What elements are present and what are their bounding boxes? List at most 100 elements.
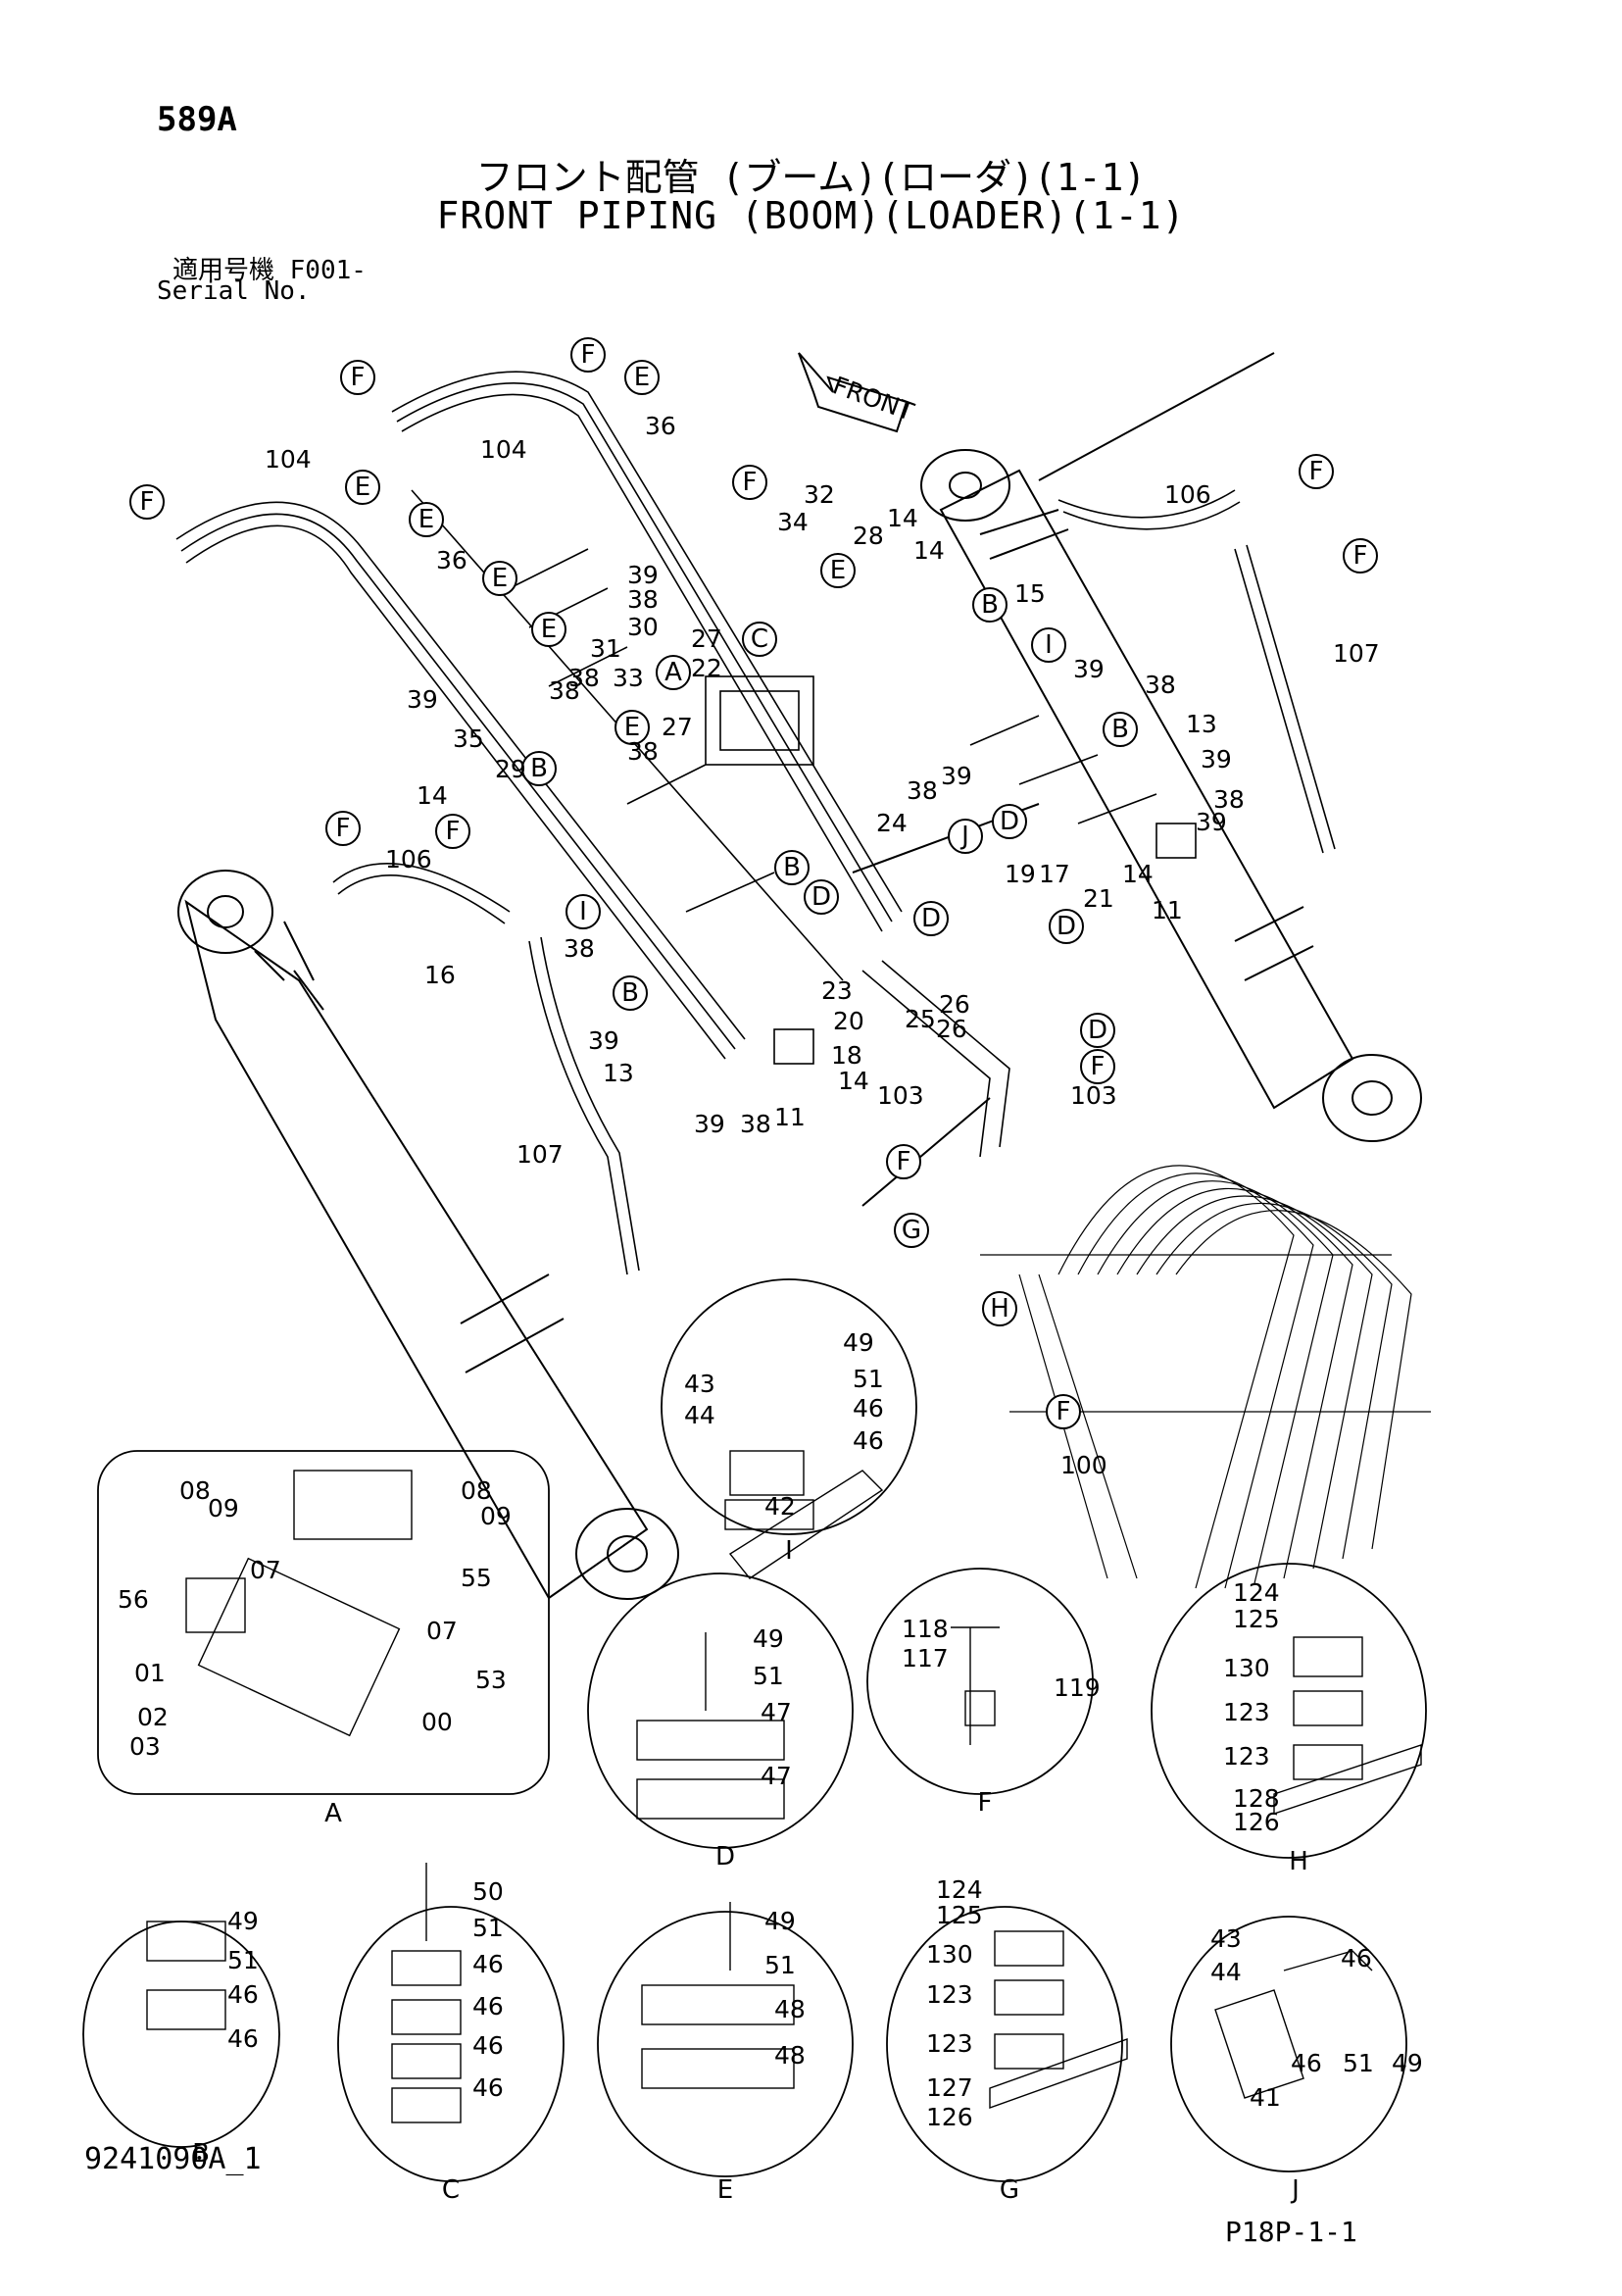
part-number-label: 28 <box>853 522 884 550</box>
detail-part-label: 49 <box>227 1907 259 1935</box>
detail-d-circle <box>587 1572 854 1849</box>
callout-letter: E <box>418 505 434 534</box>
callout-letter: D <box>811 882 831 912</box>
detail-part-label: 03 <box>129 1732 161 1761</box>
detail-part-label: 56 <box>118 1585 149 1614</box>
detail-part-label: 123 <box>1223 1742 1270 1771</box>
detail-part-label: 118 <box>902 1615 949 1643</box>
part-number-label: 38 <box>627 585 659 614</box>
part-number-label: 38 <box>740 1110 771 1138</box>
detail-part-label: 49 <box>843 1328 874 1357</box>
detail-letter: G <box>1000 2175 1019 2205</box>
callout-f: F <box>325 811 361 846</box>
detail-part-label: 07 <box>250 1556 281 1584</box>
callout-e: E <box>531 612 566 647</box>
detail-part-label: 41 <box>1250 2083 1281 2112</box>
part-number-label: 13 <box>603 1059 634 1087</box>
part-number-label: 34 <box>777 508 809 536</box>
callout-e: E <box>820 553 856 588</box>
callout-letter: F <box>351 363 366 392</box>
callout-b: B <box>774 850 810 885</box>
detail-part-label: 53 <box>475 1666 507 1694</box>
detail-part-label: 46 <box>853 1394 884 1423</box>
part-number-label: 39 <box>588 1026 619 1055</box>
part-number-label: 38 <box>1213 785 1245 814</box>
callout-letter: G <box>902 1216 921 1245</box>
part-number-label: 29 <box>495 755 526 783</box>
detail-part-label: 01 <box>134 1659 166 1687</box>
callout-letter: D <box>1000 807 1019 836</box>
detail-part-label: 119 <box>1054 1673 1101 1702</box>
callout-h: H <box>982 1291 1017 1326</box>
callout-b: B <box>1103 712 1138 747</box>
part-number-label: 20 <box>833 1007 864 1035</box>
callout-letter: D <box>921 904 941 933</box>
detail-part-label: 51 <box>764 1951 796 1979</box>
detail-part-label: 46 <box>472 2031 504 2060</box>
detail-letter: D <box>715 1842 735 1872</box>
part-number-label: 23 <box>821 976 853 1005</box>
callout-letter: J <box>959 822 969 851</box>
part-number-label: 11 <box>774 1103 806 1131</box>
detail-part-label: 02 <box>137 1703 169 1731</box>
detail-part-label: 123 <box>1223 1698 1270 1726</box>
detail-part-label: 124 <box>1233 1578 1280 1607</box>
part-number-label: 14 <box>887 504 918 532</box>
callout-letter: B <box>981 590 999 620</box>
callout-letter: C <box>751 624 768 654</box>
detail-part-label: 49 <box>764 1907 796 1935</box>
hose-fan-assembly <box>980 1165 1431 1589</box>
callout-b: B <box>613 975 648 1011</box>
part-number-label: 39 <box>1201 745 1232 774</box>
detail-part-label: 46 <box>227 2024 259 2053</box>
part-number-label: 104 <box>265 445 312 474</box>
left-boom-cylinder <box>177 870 679 1600</box>
detail-part-label: 08 <box>461 1476 492 1505</box>
detail-part-label: 43 <box>684 1370 715 1398</box>
part-number-label: 26 <box>936 1015 967 1043</box>
detail-part-label: 47 <box>761 1698 792 1726</box>
callout-d: D <box>1080 1013 1115 1048</box>
detail-part-label: 07 <box>426 1617 458 1645</box>
callout-letter: B <box>621 978 639 1008</box>
callout-f: F <box>1080 1049 1115 1084</box>
callout-letter: B <box>783 853 801 882</box>
detail-part-label: 130 <box>926 1940 973 1969</box>
detail-h-circle <box>1151 1563 1427 1859</box>
callout-f: F <box>1343 538 1378 574</box>
serial-label-japanese: 適用号機 F001- <box>172 256 367 285</box>
callout-letter: E <box>634 363 650 392</box>
callout-letter: F <box>446 817 461 846</box>
callout-letter: F <box>1057 1397 1071 1426</box>
detail-part-label: 43 <box>1210 1924 1242 1953</box>
callout-letter: F <box>1353 541 1368 571</box>
part-number-label: 38 <box>568 664 600 692</box>
detail-letter: F <box>978 1788 993 1818</box>
part-number-label: 32 <box>804 480 835 509</box>
part-number-label: 106 <box>1164 480 1211 509</box>
detail-part-label: 44 <box>1210 1958 1242 1986</box>
detail-letter: E <box>717 2175 733 2205</box>
part-number-label: 24 <box>876 809 908 837</box>
detail-part-label: 124 <box>936 1875 983 1904</box>
callout-letter: A <box>664 658 682 687</box>
detail-part-label: 123 <box>926 1980 973 2009</box>
part-number-label: 13 <box>1186 710 1217 738</box>
part-number-label: 38 <box>549 676 580 705</box>
detail-part-label: 46 <box>853 1426 884 1455</box>
callout-d: D <box>1049 909 1084 944</box>
part-number-label: 14 <box>417 781 448 810</box>
callout-letter: D <box>1088 1016 1107 1045</box>
detail-part-label: 51 <box>853 1365 884 1393</box>
clamp-blocks <box>509 548 1197 1065</box>
detail-part-label: 128 <box>1233 1784 1280 1813</box>
part-number-label: 27 <box>691 624 722 653</box>
detail-letter: I <box>785 1536 793 1566</box>
callout-e: E <box>345 470 380 505</box>
front-label: FRONT <box>829 371 918 426</box>
callout-letter: F <box>140 487 155 517</box>
part-number-label: 38 <box>907 776 938 805</box>
part-number-label: 25 <box>905 1005 936 1033</box>
